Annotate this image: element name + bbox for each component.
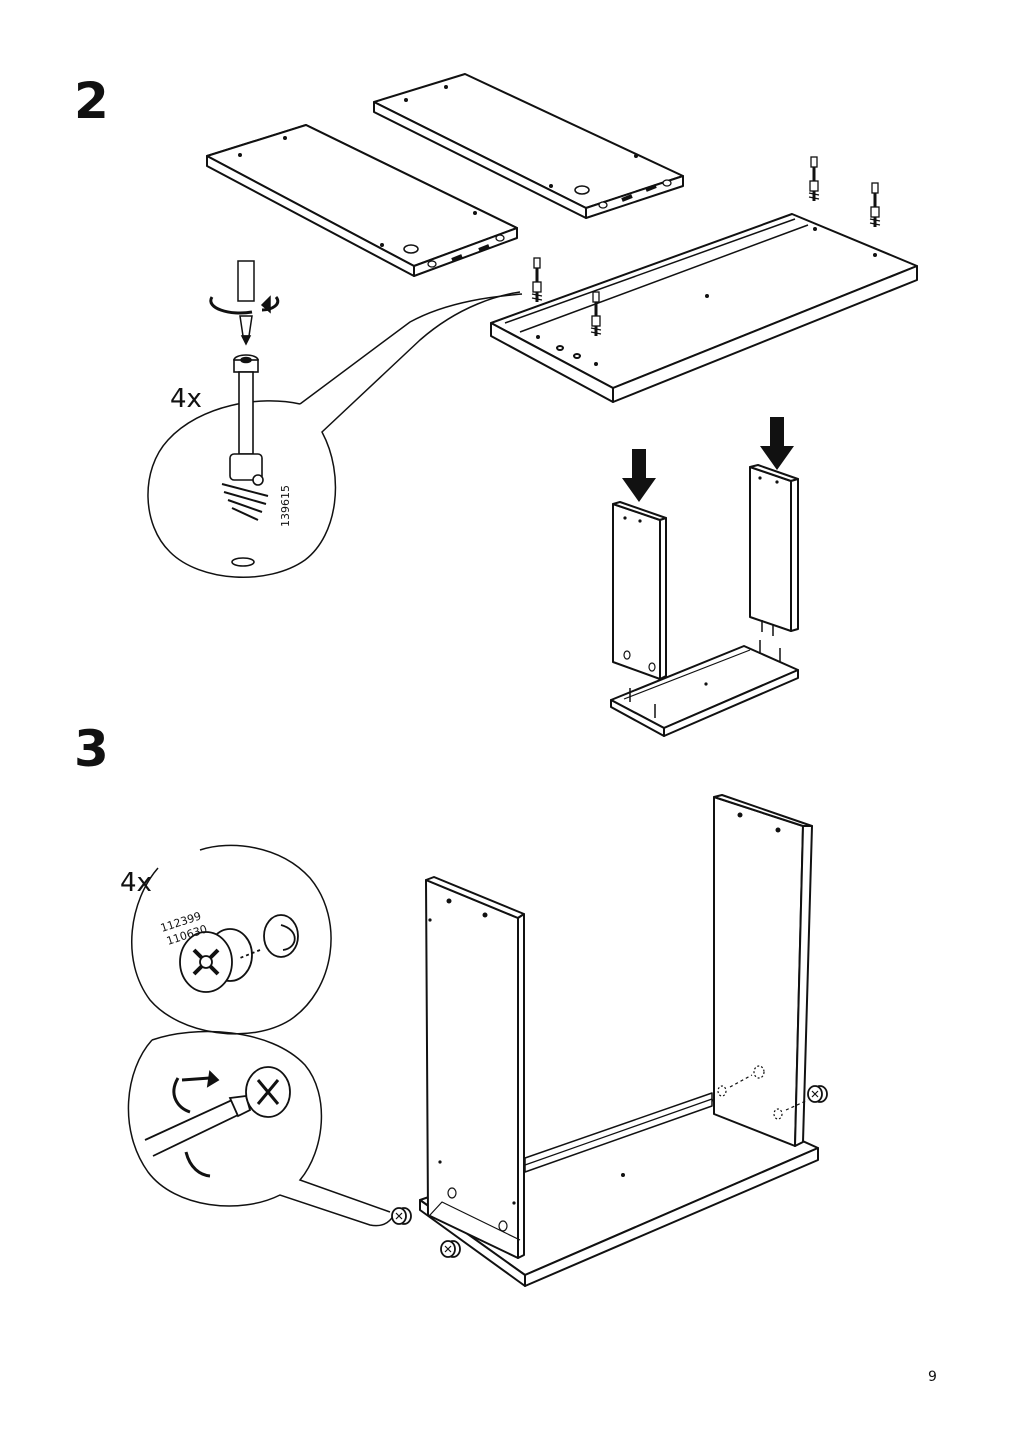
step2-panel-right xyxy=(373,73,684,219)
step2-arrow-right xyxy=(760,417,794,470)
step3-cabinet xyxy=(419,794,819,1287)
step2-arrow-left xyxy=(622,449,656,502)
step2-part-id: 139615 xyxy=(279,485,292,527)
cam-screw-icon xyxy=(221,354,269,567)
step-number-3: 3 xyxy=(74,720,109,778)
step3-quantity: 4x xyxy=(120,868,152,898)
step2-side-panel-left xyxy=(612,501,667,680)
page-number: 9 xyxy=(928,1369,937,1385)
cam-lock-fitting-icon xyxy=(179,914,299,993)
step2-mini-base xyxy=(610,640,799,737)
step2-bottom-board xyxy=(490,213,918,403)
step2-panel-left xyxy=(206,124,518,277)
step2-detail-circle xyxy=(147,291,523,578)
screwdriver-icon xyxy=(209,260,280,346)
step-number-2: 2 xyxy=(74,72,109,130)
step2-side-panel-right xyxy=(749,464,799,636)
step2-quantity: 4x xyxy=(170,384,202,414)
step3-detail-circle-top xyxy=(131,844,332,1035)
step3-detail-circle-bottom xyxy=(127,1030,396,1227)
screwdriver-icon xyxy=(144,1066,291,1178)
